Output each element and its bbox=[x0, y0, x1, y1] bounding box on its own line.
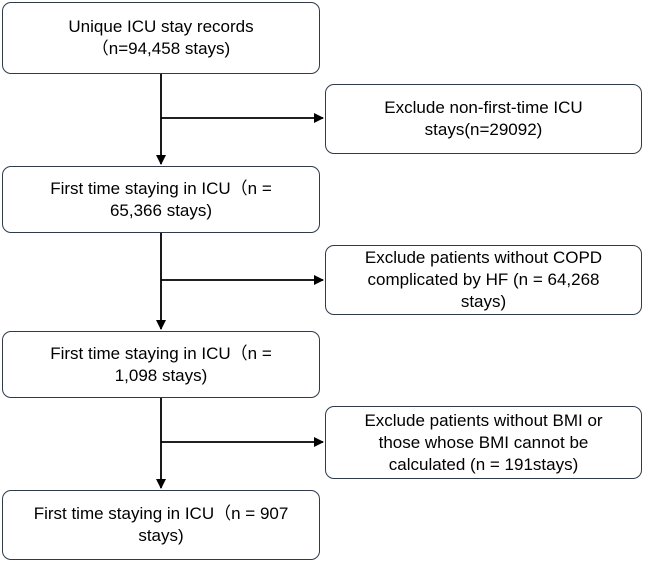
exclusion-1-text: Exclude non-first-time ICU stays(n=29092… bbox=[384, 98, 583, 139]
step-box-4: First time staying in ICU（n = 907 stays) bbox=[2, 490, 320, 560]
step-box-2: First time staying in ICU（n = 65,366 sta… bbox=[2, 166, 320, 233]
exclusion-3-text: Exclude patients without BMI or those wh… bbox=[364, 410, 603, 474]
step-1-text: Unique ICU stay records （n=94,458 stays) bbox=[68, 17, 254, 58]
step-box-3: First time staying in ICU（n = 1,098 stay… bbox=[2, 331, 320, 398]
step-4-text: First time staying in ICU（n = 907 stays) bbox=[33, 504, 289, 545]
exclusion-box-3: Exclude patients without BMI or those wh… bbox=[325, 406, 642, 479]
exclusion-box-1: Exclude non-first-time ICU stays(n=29092… bbox=[325, 84, 642, 154]
step-box-1: Unique ICU stay records （n=94,458 stays) bbox=[2, 2, 320, 74]
step-3-text: First time staying in ICU（n = 1,098 stay… bbox=[50, 343, 272, 385]
exclusion-2-text: Exclude patients without COPD complicate… bbox=[364, 248, 603, 311]
exclusion-box-2: Exclude patients without COPD complicate… bbox=[325, 245, 642, 315]
step-2-text: First time staying in ICU（n = 65,366 sta… bbox=[50, 178, 272, 220]
